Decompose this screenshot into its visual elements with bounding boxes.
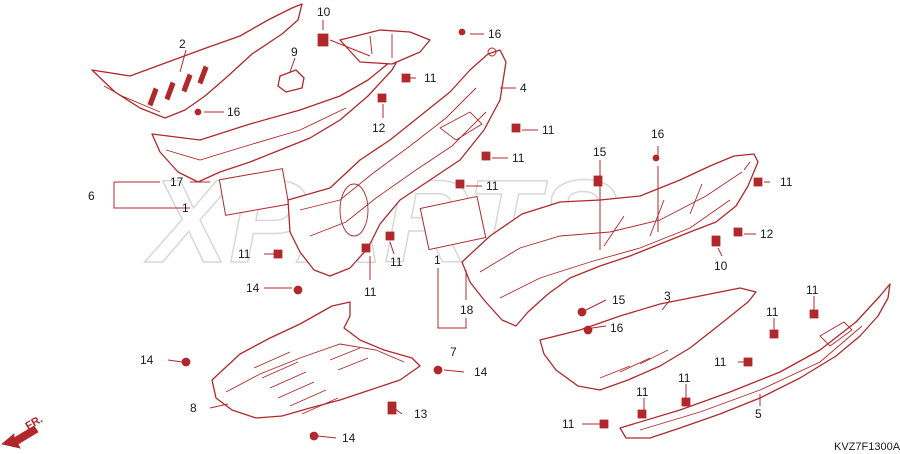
- callout-16-right: 16: [651, 127, 665, 141]
- callout-10-right: 10: [714, 259, 728, 273]
- callout-11-right: 11: [780, 175, 793, 189]
- callout-7: 7: [450, 345, 457, 359]
- callout-18: 18: [460, 303, 474, 317]
- callout-14-right: 14: [474, 365, 488, 379]
- callout-11-upper: 11: [424, 71, 437, 85]
- callout-1-left: 1: [182, 201, 189, 215]
- callout-16-lower: 16: [610, 321, 624, 335]
- callout-11-mid2: 11: [512, 151, 525, 165]
- callout-8: 8: [190, 401, 197, 415]
- part-4-floor-side-cover: [287, 47, 507, 277]
- callout-11-mid1: 11: [542, 123, 555, 137]
- callout-14-left: 14: [246, 281, 260, 295]
- front-direction-arrow: FR.: [1, 413, 45, 449]
- callout-6: 6: [88, 189, 95, 203]
- callout-11-skirt4: 11: [678, 371, 691, 385]
- part-2-cover: [91, 3, 303, 119]
- callout-17: 17: [170, 175, 184, 189]
- part-3-side-cover: [539, 287, 757, 391]
- part-9-clip: [277, 69, 305, 93]
- callout-15-top: 15: [593, 145, 607, 159]
- callout-16-left: 16: [227, 105, 241, 119]
- front-direction-label: FR.: [24, 413, 45, 432]
- callout-11-bottom: 11: [562, 417, 575, 431]
- callout-14-mid: 14: [140, 353, 154, 367]
- callout-11-skirt5: 11: [636, 385, 649, 399]
- callout-13: 13: [414, 407, 428, 421]
- leader-lines: [113, 33, 815, 439]
- callout-1-center: 1: [434, 253, 441, 267]
- part-5-side-skirt: [619, 283, 891, 439]
- callout-11-center2: 11: [364, 285, 377, 299]
- callout-10-top: 10: [317, 5, 331, 19]
- callout-14-bottom: 14: [342, 431, 356, 445]
- part-10-bolt: [317, 20, 329, 47]
- callout-12-right: 12: [760, 227, 774, 241]
- callout-11-skirt3: 11: [714, 355, 727, 369]
- callout-11-center1: 11: [390, 255, 403, 269]
- callout-16-top: 16: [488, 27, 502, 41]
- callout-4: 4: [520, 81, 527, 95]
- callout-12-left: 12: [372, 121, 386, 135]
- callout-11-left: 11: [238, 247, 251, 261]
- fasteners: [181, 28, 819, 441]
- part-8-floor-step: [211, 301, 421, 419]
- callout-labels: 2 10 9 16 11 4 16 12 11 11 17 6 1 11 15 …: [88, 5, 819, 445]
- callout-11-skirt2: 11: [766, 305, 779, 319]
- callout-2: 2: [179, 37, 186, 51]
- callout-11-mid3: 11: [486, 179, 499, 193]
- callout-15-lower: 15: [612, 293, 626, 307]
- upper-bracket: [339, 29, 431, 65]
- diagram-code: KVZ7F1300A: [834, 441, 900, 453]
- callout-5: 5: [755, 407, 762, 421]
- callout-11-skirt1: 11: [806, 283, 819, 297]
- part-18-floor-panel: [419, 153, 759, 327]
- callout-3: 3: [664, 289, 671, 303]
- callout-9: 9: [291, 45, 298, 59]
